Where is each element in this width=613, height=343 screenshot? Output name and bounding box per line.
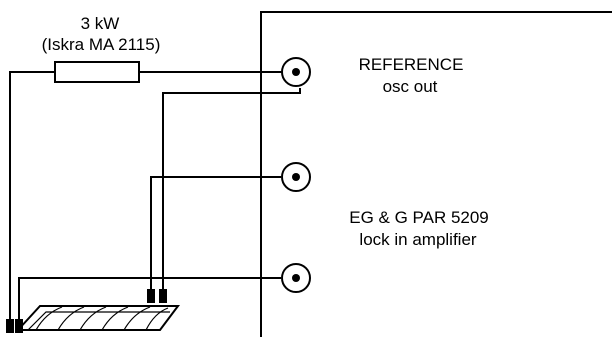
reference-sublabel: osc out	[382, 77, 438, 96]
instrument-box	[260, 11, 612, 337]
terminal-signal	[147, 289, 155, 303]
reference-return-wire	[162, 88, 301, 292]
terminal-left-1	[6, 319, 14, 333]
signal-wire	[150, 176, 281, 292]
resistor-lead-left	[9, 71, 55, 322]
ground-wire	[18, 277, 281, 322]
terminal-left-2	[15, 319, 23, 333]
coil-sensor	[15, 305, 180, 331]
instrument-name-label: EG & G PAR 5209	[349, 208, 489, 227]
reference-connector	[281, 57, 311, 87]
reference-label: REFERENCE	[358, 55, 464, 74]
resistor-body	[54, 61, 140, 83]
instrument-description-label: lock in amplifier	[359, 230, 477, 249]
resistor-value-label: 3 kW	[80, 14, 120, 33]
terminal-reference	[159, 289, 167, 303]
ground-connector	[281, 263, 311, 293]
resistor-model-label: (Iskra MA 2115)	[41, 35, 161, 54]
signal-input-connector	[281, 162, 311, 192]
